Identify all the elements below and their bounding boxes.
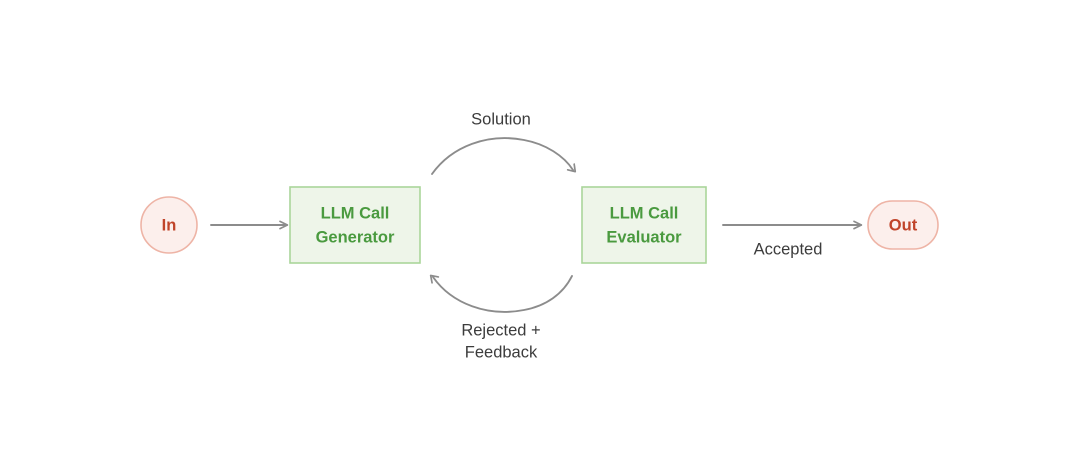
edge-evaluator-to-generator-arc	[433, 276, 573, 313]
edge-generator-to-evaluator-arc	[431, 137, 573, 175]
node-llm-call-evaluator-label-line2: Evaluator	[606, 228, 682, 246]
edge-generator-to-evaluator: Solution	[431, 110, 573, 175]
node-out-shape[interactable]	[867, 200, 939, 250]
node-llm-call-generator-shape[interactable]	[289, 186, 421, 264]
node-out[interactable]: Out	[867, 200, 939, 250]
edge-label-accepted: Accepted	[754, 240, 823, 258]
node-in-shape[interactable]	[140, 196, 198, 254]
edge-label-rejected-line1: Rejected +	[461, 321, 540, 339]
node-out-label: Out	[889, 216, 918, 234]
node-llm-call-evaluator-label-line1: LLM Call	[610, 204, 679, 222]
node-in-label: In	[162, 216, 177, 234]
node-llm-call-generator[interactable]: LLM Call Generator	[289, 186, 421, 264]
edge-label-rejected-line2: Feedback	[465, 343, 538, 361]
edge-evaluator-to-generator: Rejected + Feedback	[433, 276, 573, 361]
edge-label-solution: Solution	[471, 110, 531, 128]
node-llm-call-evaluator-shape[interactable]	[581, 186, 707, 264]
node-llm-call-evaluator[interactable]: LLM Call Evaluator	[581, 186, 707, 264]
node-in[interactable]: In	[140, 196, 198, 254]
node-llm-call-generator-label-line1: LLM Call	[321, 204, 390, 222]
node-llm-call-generator-label-line2: Generator	[316, 228, 395, 246]
edge-evaluator-to-out: Accepted	[722, 220, 863, 258]
